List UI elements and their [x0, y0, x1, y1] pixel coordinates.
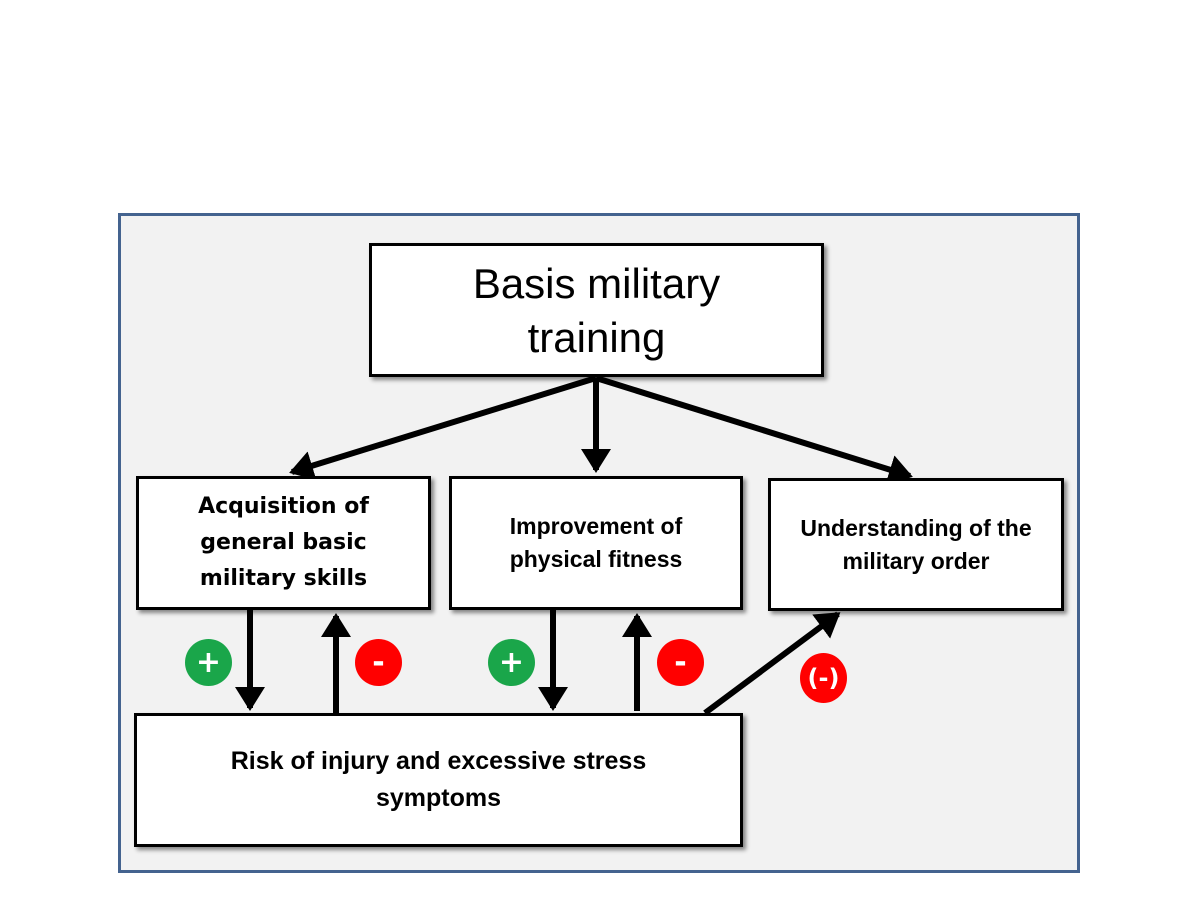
plus-icon: +	[195, 645, 222, 680]
basic-training-label: Basis military training	[472, 260, 721, 361]
plus-badge-acquisition: +	[185, 639, 232, 686]
minus-badge-acquisition: -	[355, 639, 402, 686]
basic-training-box: Basis military training	[369, 243, 824, 377]
plus-icon: +	[498, 645, 525, 680]
minus-badge-fitness: -	[657, 639, 704, 686]
fitness-label: Improvement of physical fitness	[509, 513, 683, 572]
minus-icon: -	[674, 645, 687, 680]
military-order-box: Understanding of the military order	[768, 478, 1064, 611]
plus-badge-fitness: +	[488, 639, 535, 686]
minus-parenthesized-icon: (-)	[807, 664, 840, 692]
minus-icon: -	[372, 645, 385, 680]
fitness-box: Improvement of physical fitness	[449, 476, 743, 610]
acquisition-label: Acquisition of general basic military sk…	[198, 494, 369, 591]
risk-box: Risk of injury and excessive stress symp…	[134, 713, 743, 847]
minus-badge-order: (-)	[800, 653, 847, 703]
acquisition-box: Acquisition of general basic military sk…	[136, 476, 431, 610]
military-order-label: Understanding of the military order	[800, 514, 1032, 574]
risk-label: Risk of injury and excessive stress symp…	[230, 747, 647, 812]
